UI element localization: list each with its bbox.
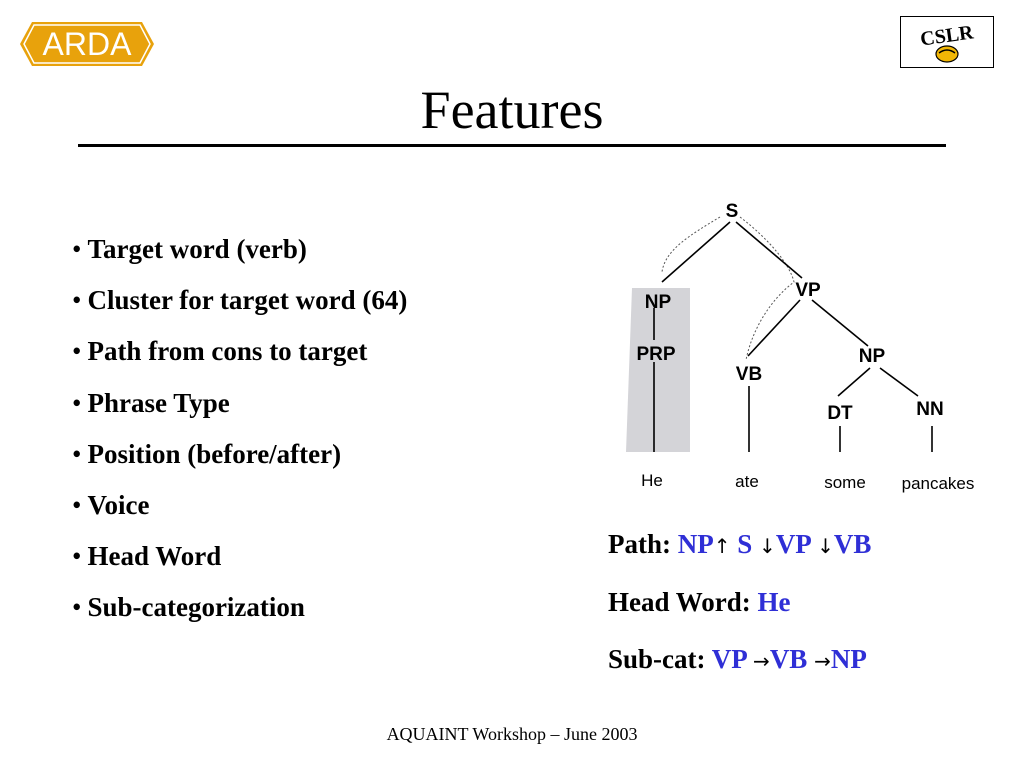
subcat-part: NP [830,644,867,674]
up-arrow-icon: ↑ [713,534,731,558]
path-label: Path: [608,529,671,559]
bullet-item: •Sub-categorization [72,592,305,623]
bullet-item: •Phrase Type [72,387,230,418]
feature-bullet-list: •Target word (verb) •Cluster for target … [72,230,407,640]
node-nn: NN [916,399,943,420]
parse-tree-diagram: S NP VP PRP VB NP DT NN He ate some panc… [626,201,975,493]
arda-logo-text: ARDA [43,26,133,62]
bullet-item: •Path from cons to target [72,336,368,367]
path-trace-up [661,216,721,273]
head-word-feature: Head Word: He [608,585,791,619]
bullet-item: •Position (before/after) [72,438,342,469]
right-arrow-icon: → [753,649,770,673]
bullet-item: •Voice [72,489,150,520]
subcat-part: VP [711,644,747,674]
bullet-item: •Head Word [72,541,222,572]
word-ate: ate [735,472,759,491]
down-arrow-icon: ↓ [759,534,776,558]
node-np2: NP [859,346,886,367]
path-part: VB [833,529,872,559]
path-trace-down [739,216,795,361]
slide-title: Features [420,80,604,140]
down-arrow-icon: ↓ [817,534,834,558]
tree-edges [653,221,933,452]
node-vb: VB [736,364,762,385]
path-part: VP [775,529,811,559]
word-some: some [824,473,866,492]
subcat-feature: Sub-cat: VP →VB →NP [608,642,867,678]
node-np: NP [645,292,672,313]
word-pancakes: pancakes [902,474,975,493]
subcat-part: VB [769,644,808,674]
node-dt: DT [827,403,853,424]
arda-logo: ARDA [20,22,154,66]
path-feature: Path: NP↑ S ↓VP ↓VB [608,527,871,563]
subcat-label: Sub-cat: [608,644,706,674]
head-word-label: Head Word: [608,587,751,617]
path-part: S [737,529,753,559]
right-arrow-icon: → [814,649,831,673]
bullet-item: •Cluster for target word (64) [72,285,408,316]
slide-footer: AQUAINT Workshop – June 2003 [386,724,638,744]
head-word-value: He [757,587,791,617]
arda-logo-shape: ARDA [20,22,154,66]
cslr-logo-shape: CSLR [919,21,975,63]
cslr-logo: CSLR [900,16,994,68]
constituent-highlight [626,288,690,452]
node-s: S [726,201,739,222]
title-divider [78,144,946,147]
node-prp: PRP [636,344,675,365]
word-he: He [641,471,663,490]
path-part: NP [677,529,714,559]
buffalo-icon [935,45,959,63]
node-vp: VP [795,280,821,301]
bullet-item: •Target word (verb) [72,234,307,264]
